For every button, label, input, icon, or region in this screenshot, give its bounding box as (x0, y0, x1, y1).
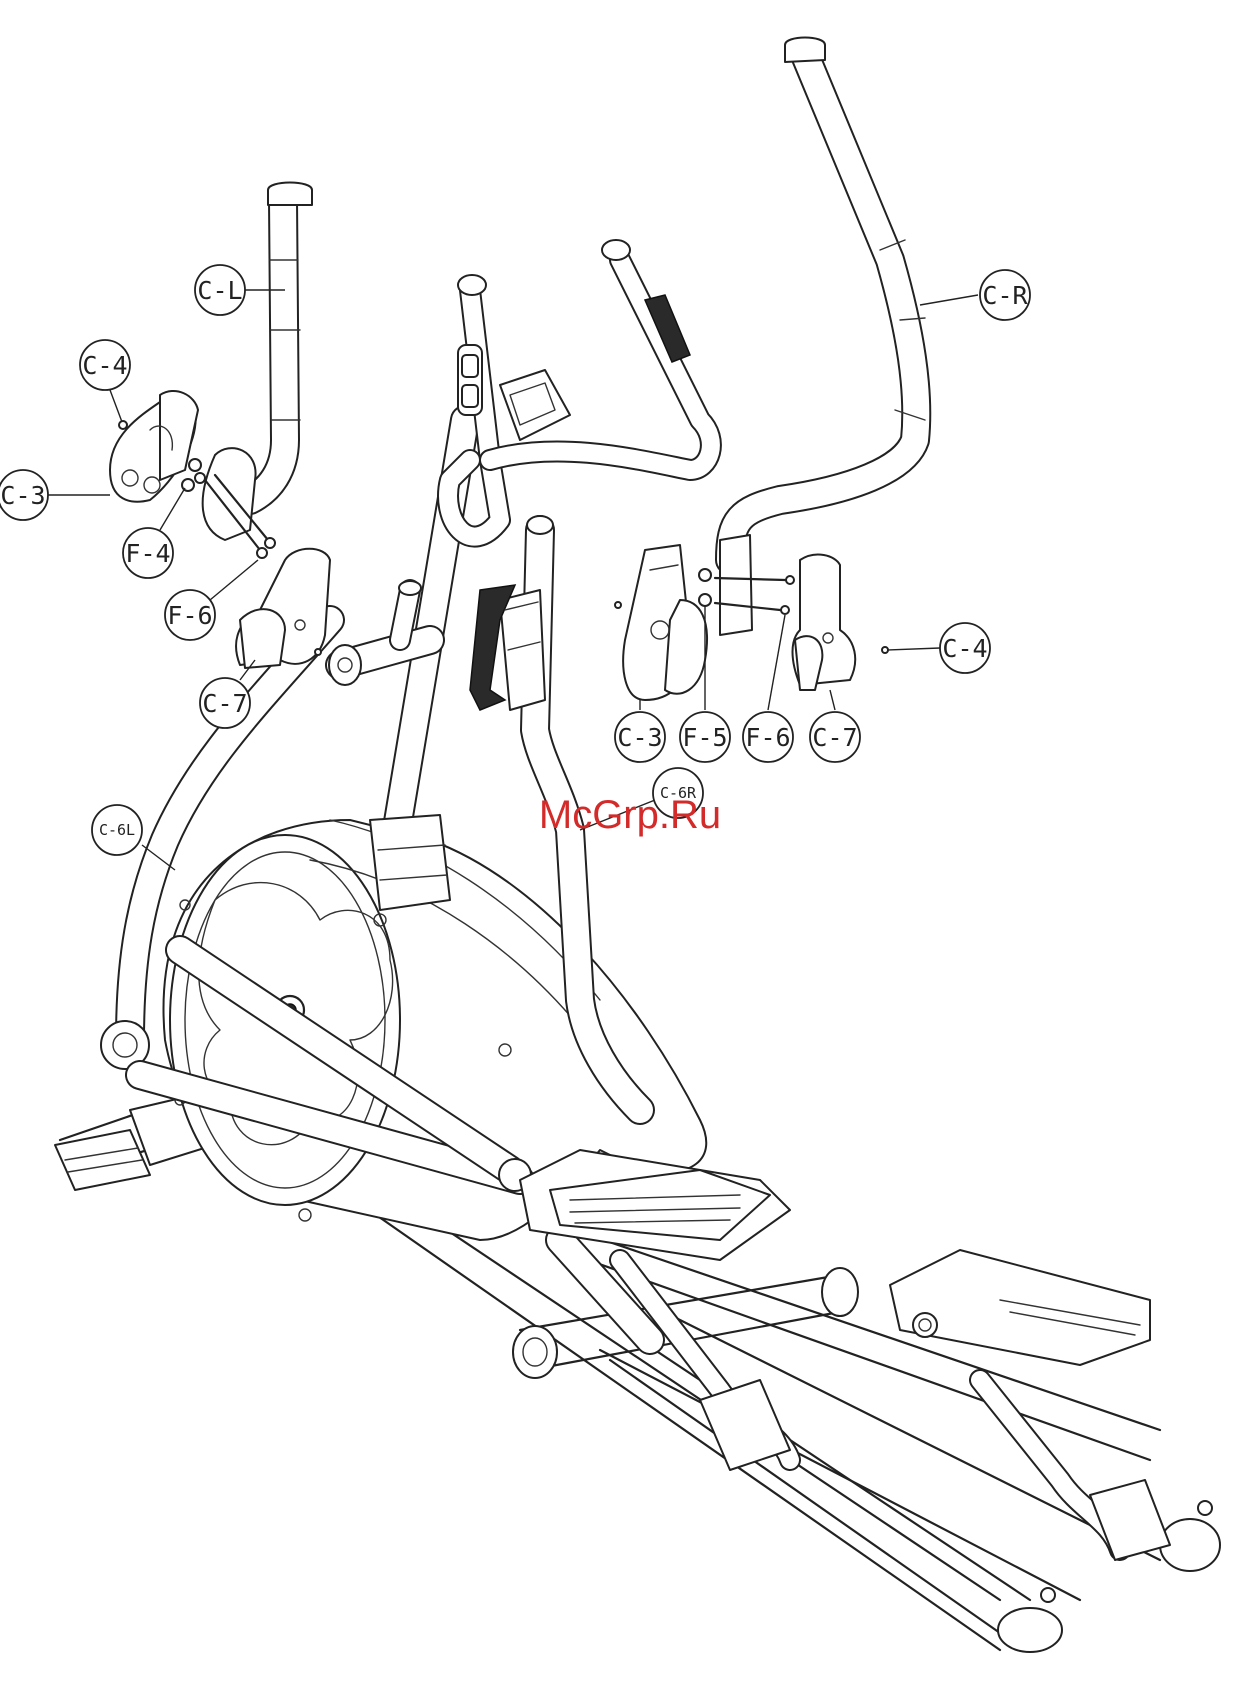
label-f6-right: F-6 (745, 723, 790, 752)
bottle-holder (470, 585, 545, 710)
label-c-l: C-L (197, 276, 242, 305)
label-c-r: C-R (982, 281, 1028, 310)
label-c4-right: C-4 (942, 634, 987, 663)
label-f6-left: F-6 (167, 601, 212, 630)
callouts: C-L C-R C-4 C-3 F-4 F-6 C-7 C-4 C-3 (0, 265, 1030, 870)
label-c4-left: C-4 (82, 351, 127, 380)
label-c7-right: C-7 (812, 723, 857, 752)
watermark-text: McGrp.Ru (539, 793, 721, 837)
label-f4: F-4 (125, 539, 170, 568)
label-c7-left: C-7 (202, 689, 247, 718)
label-f5: F-5 (682, 723, 727, 752)
right-upper-handle (720, 38, 925, 636)
label-c3-left: C-3 (0, 481, 45, 510)
label-c3-right: C-3 (617, 723, 662, 752)
label-c6l: C-6L (99, 821, 135, 839)
left-upper-handle (203, 183, 312, 541)
left-pedal (520, 1150, 790, 1470)
right-pedal (890, 1250, 1170, 1560)
